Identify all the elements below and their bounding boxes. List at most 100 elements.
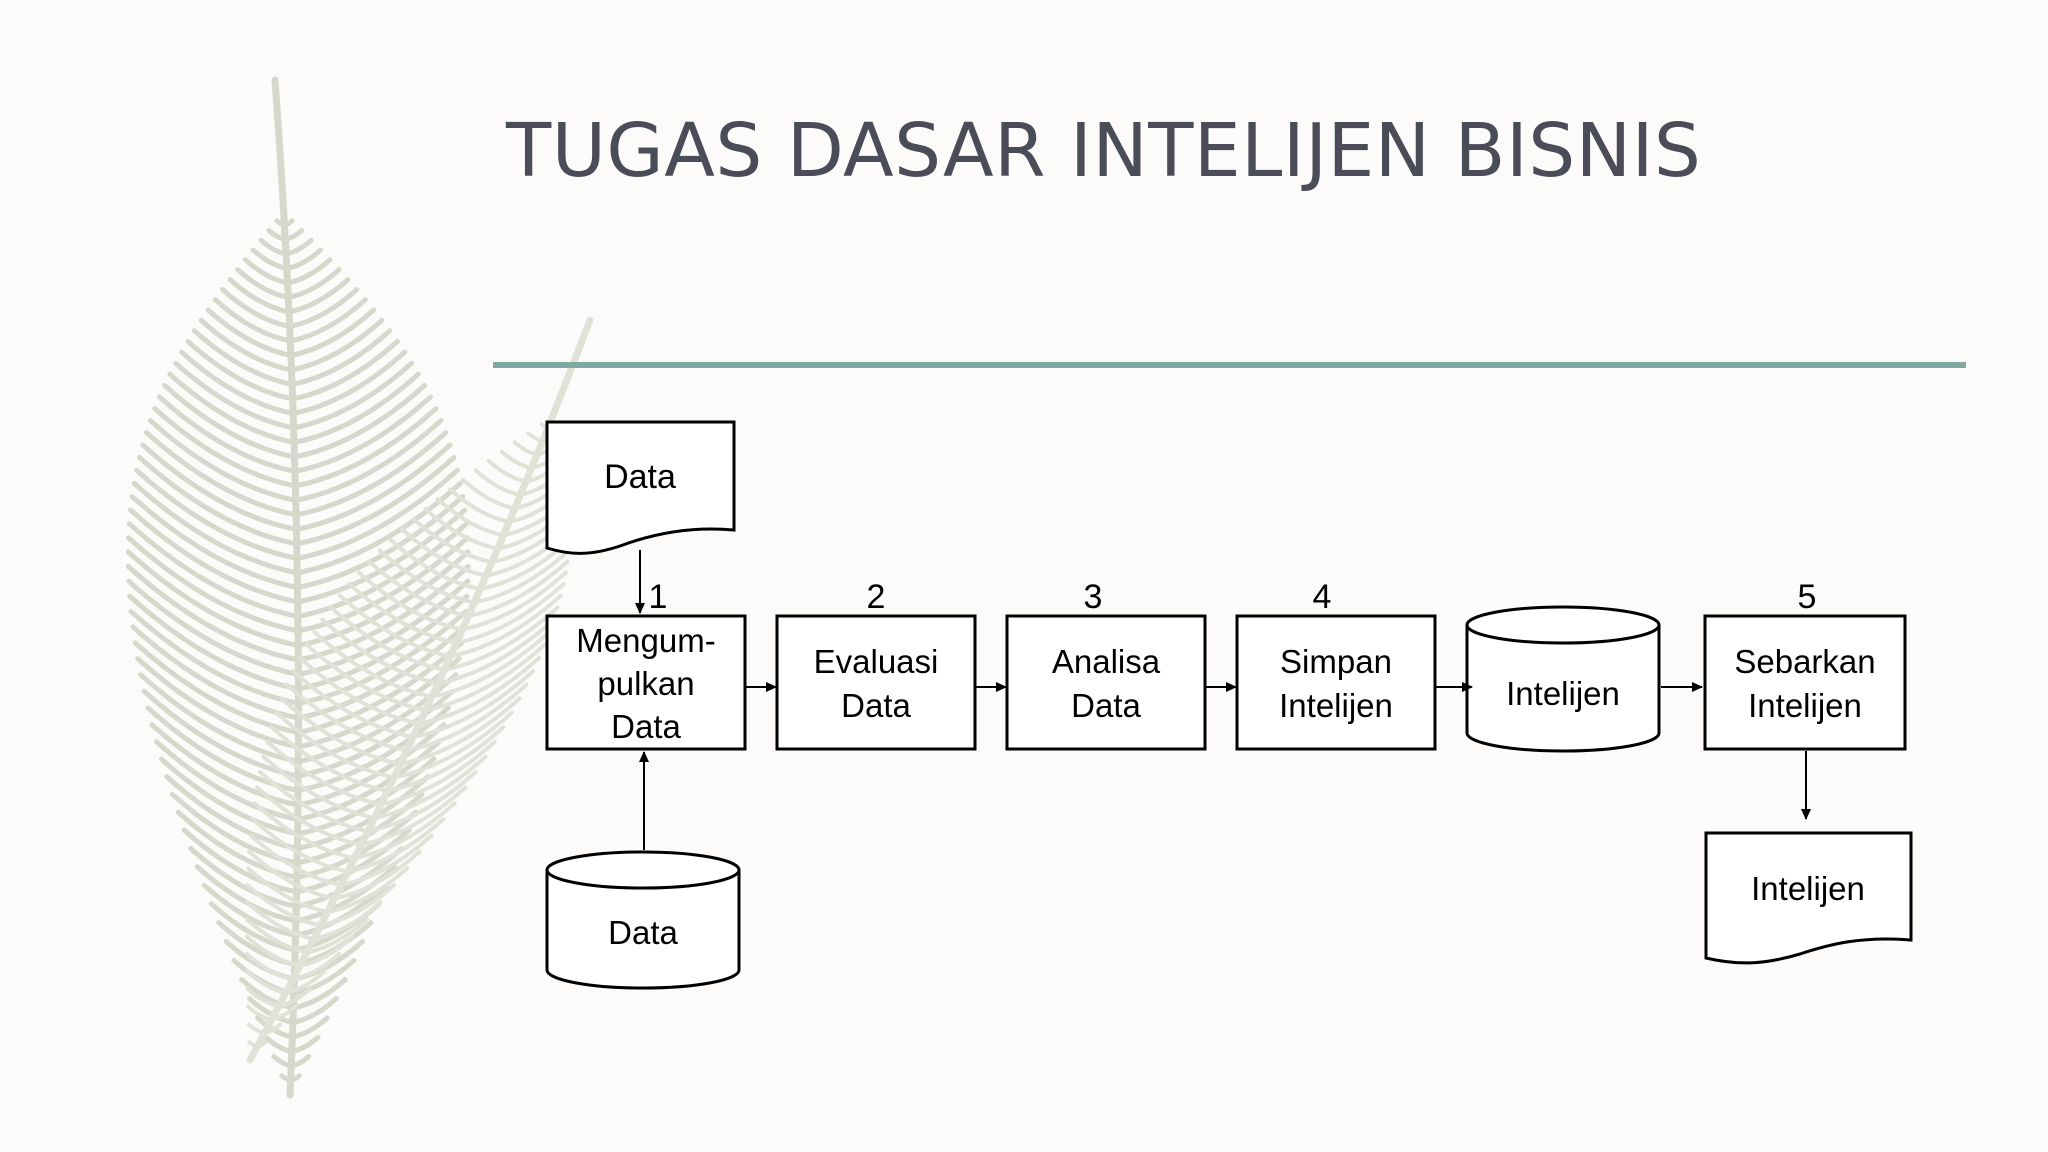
feather-barb <box>352 801 457 861</box>
feather-barb <box>411 669 536 740</box>
feather-barb <box>198 317 295 373</box>
feather-barb <box>379 739 497 807</box>
feather-barb <box>250 247 290 271</box>
feather-barb <box>293 442 453 532</box>
feather-barb <box>244 917 309 955</box>
feather-barb <box>448 593 563 659</box>
feather-barb <box>372 754 488 820</box>
feather-barb <box>289 328 393 387</box>
feather-barb <box>404 682 529 753</box>
feather-barb <box>423 507 500 551</box>
feather-barb <box>304 917 370 955</box>
output-document-intelligence: Intelijen <box>1704 831 1913 965</box>
feather-barb <box>318 883 397 928</box>
feather-barb <box>137 455 300 547</box>
step-label-line: Data <box>1071 687 1141 724</box>
feather-barb <box>127 593 301 692</box>
feather-barb <box>261 754 377 820</box>
feather-barb <box>220 287 293 329</box>
step-label-line: Sebarkan <box>1734 643 1875 680</box>
feather-barb <box>247 849 337 901</box>
feather-barb <box>423 642 547 713</box>
feather-barb <box>167 371 297 445</box>
feather-barb <box>290 951 342 982</box>
feather-barb <box>292 382 428 460</box>
feather-barb <box>460 570 568 632</box>
slide-title: TUGAS DASAR INTELIJEN BISNIS <box>506 108 1702 194</box>
feather-barb <box>367 559 471 618</box>
step-label-line: Intelijen <box>1748 687 1862 724</box>
feather-barb <box>289 1034 321 1054</box>
feather-barb <box>295 578 471 677</box>
feather-barb <box>158 756 301 837</box>
feather-barb <box>276 987 312 1009</box>
feather-barb <box>175 809 300 880</box>
feather-barb <box>399 527 489 578</box>
feather-barb <box>295 624 467 721</box>
feather-barb <box>288 1073 302 1083</box>
feather-barb <box>227 277 292 315</box>
step-number: 1 <box>649 578 668 616</box>
feather-barb <box>290 977 348 1011</box>
feather-barb <box>255 1040 268 1049</box>
feather-barb <box>287 297 368 344</box>
feather-barb <box>274 710 396 780</box>
feather-barb <box>292 394 433 474</box>
feather-barb <box>295 608 469 706</box>
feather-barb <box>411 517 494 565</box>
feather-barb <box>304 642 428 713</box>
feather-barb <box>294 467 460 561</box>
feather-barb <box>125 564 301 663</box>
output-document-label: Intelijen <box>1751 870 1865 907</box>
feather-barb <box>377 548 477 605</box>
feather-barb <box>284 247 324 271</box>
feather-barb <box>126 578 301 677</box>
feather-barb <box>147 418 299 503</box>
feather-barb <box>288 1053 312 1069</box>
feather-barb <box>290 338 400 402</box>
feather-barb <box>212 297 293 344</box>
feather-barb <box>135 656 301 750</box>
feather-barb <box>242 257 291 286</box>
feather-barb <box>152 406 298 489</box>
feather-barb <box>138 672 301 764</box>
feather-barb <box>460 477 517 511</box>
feather-barb <box>293 864 398 924</box>
feather-barb <box>337 593 453 659</box>
feather-barb <box>245 987 281 1009</box>
feather-barb <box>289 317 385 373</box>
feather-barb <box>294 455 457 547</box>
feather-barb <box>252 801 357 861</box>
feather-barb <box>398 696 522 766</box>
feather-barb <box>239 977 296 1011</box>
feather-barb <box>285 267 342 300</box>
feather-barb <box>179 349 296 416</box>
feather-barb <box>205 307 294 358</box>
input-document-label: Data <box>604 458 676 496</box>
feather-barb <box>248 833 344 888</box>
feather-barb <box>285 257 333 286</box>
step-number: 3 <box>1084 578 1103 616</box>
feather-barb <box>283 969 327 995</box>
feather-barb <box>173 360 297 431</box>
step-number: 2 <box>867 578 886 616</box>
feather-barb <box>262 1022 283 1036</box>
step-label-line: pulkan <box>597 665 694 702</box>
feather-barb <box>128 608 301 706</box>
step-label-line: Data <box>841 687 911 724</box>
feather-barb <box>201 882 299 938</box>
feather-barb <box>297 655 422 726</box>
step-label-line: Evaluasi <box>814 643 939 680</box>
feather-barb <box>297 934 356 968</box>
feather-barb <box>244 900 316 941</box>
step-label-line: Data <box>611 708 681 745</box>
feather-barb <box>347 581 459 645</box>
feather-barb <box>244 951 295 982</box>
input-document-data: Data <box>545 420 736 555</box>
feather-barb <box>448 487 512 524</box>
feather-barb <box>365 769 478 834</box>
feather-barb <box>246 1004 274 1022</box>
step-label-line: Simpan <box>1280 643 1392 680</box>
feather-barb <box>279 696 403 766</box>
